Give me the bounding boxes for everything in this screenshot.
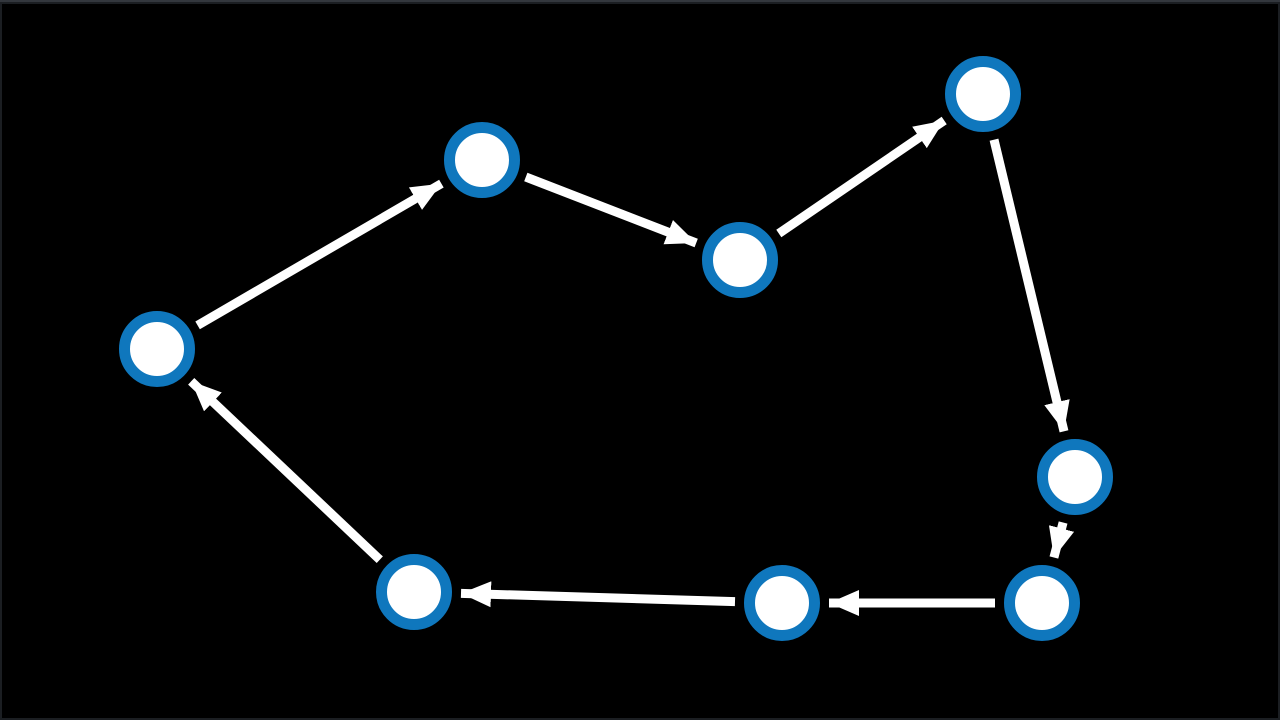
graph-node-n4	[945, 56, 1021, 132]
graph-node-n1	[119, 311, 195, 387]
graph-node-n2	[444, 122, 520, 198]
graph-node-n7	[744, 565, 820, 641]
graph-node-n8	[376, 554, 452, 630]
edge-arrow-n4-n5	[989, 138, 1070, 433]
graph-node-n5	[1037, 439, 1113, 515]
edge-arrow-n2-n3	[524, 172, 698, 248]
edge-arrow-n1-n2	[195, 179, 444, 330]
edge-arrow-n5-n6	[1048, 521, 1075, 559]
edge-arrow-n8-n1	[188, 378, 383, 563]
edge-arrow-n7-n8	[460, 581, 736, 608]
graph-node-n6	[1004, 565, 1080, 641]
edge-arrow-n3-n4	[776, 116, 947, 238]
graph-node-n3	[702, 222, 778, 298]
